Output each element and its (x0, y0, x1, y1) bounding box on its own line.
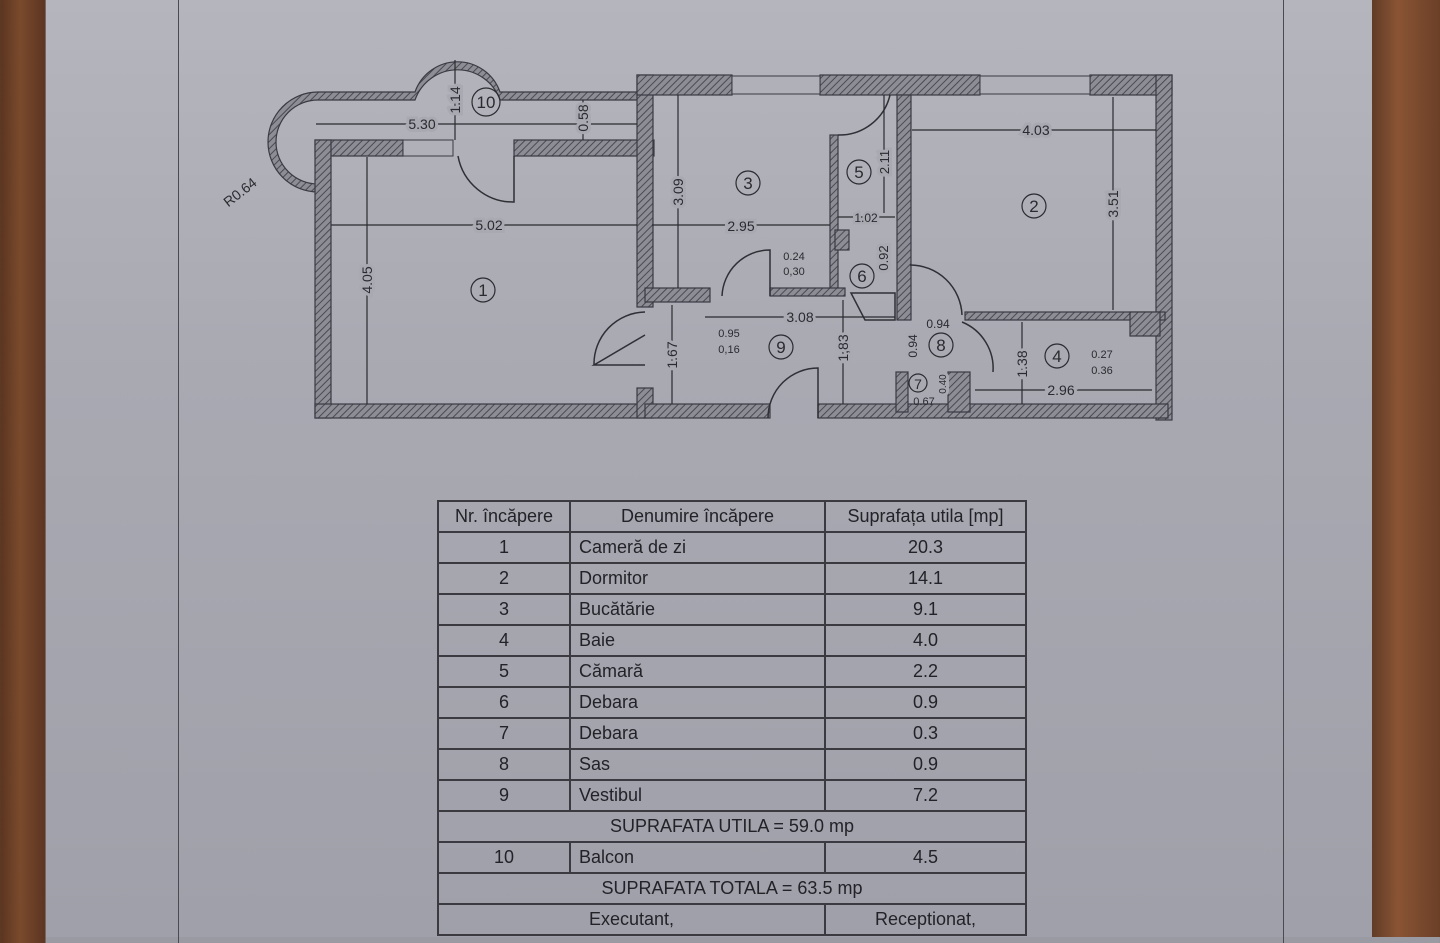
subtotal-row: SUPRAFATA UTILA = 59.0 mp (437, 810, 1027, 843)
room-nr: 8 (437, 748, 571, 781)
room-name: Debara (569, 717, 826, 750)
dim: 0.36 (1091, 365, 1112, 377)
table-header: Nr. încăpere Denumire încăpere Suprafața… (437, 500, 1027, 533)
room-nr: 5 (437, 655, 571, 688)
room-label-8: 8 (936, 336, 945, 355)
dim: 1,83 (835, 334, 851, 361)
room-nr: 1 (437, 531, 571, 564)
room-nr: 3 (437, 593, 571, 626)
room-name: Balcon (569, 841, 826, 874)
dimension-lines (316, 60, 1156, 404)
room-nr: 9 (437, 779, 571, 812)
wood-background (1370, 0, 1440, 937)
room-label-10: 10 (477, 93, 496, 112)
header-name: Denumire încăpere (569, 500, 826, 533)
room-label-9: 9 (776, 338, 785, 357)
room-area-table: Nr. încăpere Denumire încăpere Suprafața… (437, 500, 1027, 936)
dim: 4.03 (1022, 122, 1049, 138)
room-nr: 4 (437, 624, 571, 657)
dim: 0.92 (876, 245, 891, 270)
room-name: Cămară (569, 655, 826, 688)
doors (457, 94, 994, 419)
total-row: SUPRAFATA TOTALA = 63.5 mp (437, 872, 1027, 905)
dim: 1.02 (854, 211, 878, 225)
dim: 2.11 (877, 150, 892, 174)
room-name: Debara (569, 686, 826, 719)
executant-label: Executant, (437, 903, 826, 936)
room-area: 0.9 (824, 748, 1027, 781)
header-area: Suprafața utila [mp] (824, 500, 1027, 533)
room-name: Dormitor (569, 562, 826, 595)
room-area: 0.9 (824, 686, 1027, 719)
dim: 1.38 (1014, 350, 1030, 377)
room-area: 14.1 (824, 562, 1027, 595)
room-area: 4.0 (824, 624, 1027, 657)
dim: 2.96 (1047, 382, 1074, 398)
dimension-labels: 5.30 5.02 2.95 4.03 3.08 2.96 1.02 0.94 … (220, 83, 1124, 408)
room-nr: 10 (437, 841, 571, 874)
room-label-4: 4 (1052, 347, 1061, 366)
total: SUPRAFATA TOTALA = 63.5 mp (437, 872, 1027, 905)
dim: 5.30 (408, 116, 435, 132)
dim: 0,16 (718, 344, 739, 356)
dim: 1.14 (447, 86, 463, 113)
room-name: Sas (569, 748, 826, 781)
room-area: 7.2 (824, 779, 1027, 812)
dim: 0.58 (575, 104, 591, 131)
room-label-3: 3 (743, 174, 752, 193)
room-area: 20.3 (824, 531, 1027, 564)
room-nr: 7 (437, 717, 571, 750)
room-area: 4.5 (824, 841, 1027, 874)
dim: 0.94 (926, 317, 950, 331)
room-name: Vestibul (569, 779, 826, 812)
dim: 0.27 (1091, 349, 1112, 361)
walls (267, 61, 1173, 421)
room-label-5: 5 (854, 163, 863, 182)
signature-row: Executant, Receptionat, (437, 903, 1027, 936)
dim: 0.40 (938, 374, 949, 394)
dim: 1.67 (664, 341, 680, 368)
room-name: Cameră de zi (569, 531, 826, 564)
room-label-6: 6 (857, 267, 866, 286)
dim: 0.95 (718, 328, 739, 340)
dim: 2.95 (727, 218, 754, 234)
room-area: 2.2 (824, 655, 1027, 688)
room-name: Baie (569, 624, 826, 657)
dim: 5.02 (475, 217, 502, 233)
receptionat-label: Receptionat, (824, 903, 1027, 936)
room-label-1: 1 (478, 281, 487, 300)
header-nr: Nr. încăpere (437, 500, 571, 533)
dim: 3.08 (786, 309, 813, 325)
dim: 0.94 (906, 334, 920, 358)
dim: 0.67 (913, 396, 934, 408)
room-nr: 2 (437, 562, 571, 595)
room-nr: 6 (437, 686, 571, 719)
room-area: 0.3 (824, 717, 1027, 750)
room-numbers (470, 87, 1070, 393)
dim: 0.24 (783, 251, 804, 263)
dim: 0,30 (783, 266, 804, 278)
subtotal: SUPRAFATA UTILA = 59.0 mp (437, 810, 1027, 843)
page-frame (178, 0, 1284, 943)
room-label-2: 2 (1029, 197, 1038, 216)
windows (402, 75, 1091, 157)
room-name: Bucătărie (569, 593, 826, 626)
floor-plan: 1 2 3 4 5 6 7 8 9 10 5.30 5.02 2.95 4.03… (220, 60, 1173, 421)
dim: 3.09 (670, 178, 686, 205)
dim: R0.64 (220, 174, 259, 210)
room-label-7: 7 (914, 376, 922, 392)
dim: 4.05 (359, 266, 375, 293)
table-row: 10 Balcon 4.5 (437, 841, 1027, 874)
dim: 3.51 (1105, 190, 1121, 217)
room-area: 9.1 (824, 593, 1027, 626)
